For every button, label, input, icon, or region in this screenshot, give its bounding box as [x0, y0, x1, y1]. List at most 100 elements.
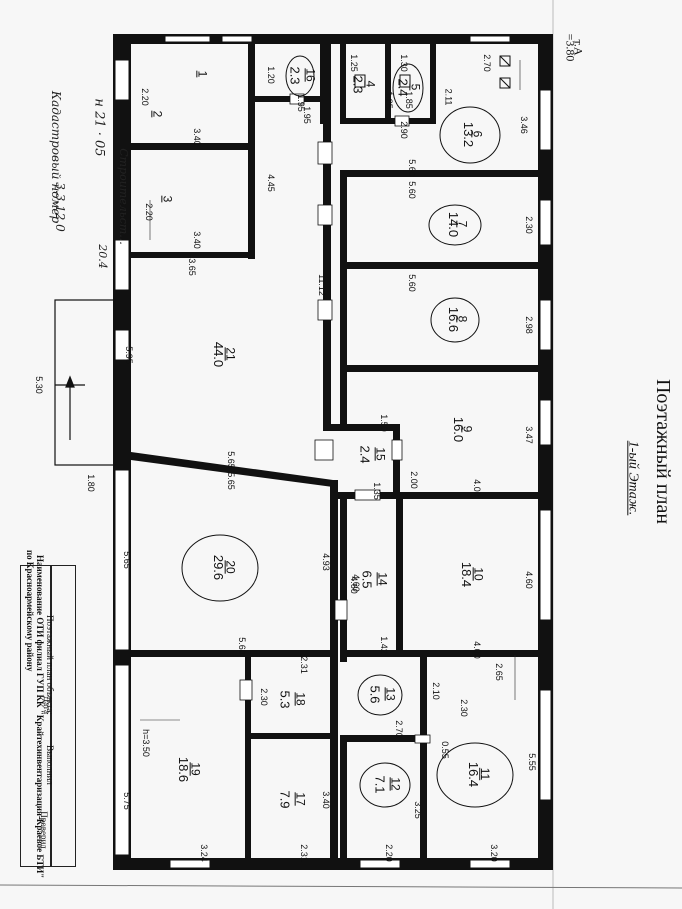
dimension-label: 3.47 [523, 426, 534, 444]
room-number-1: 1 [195, 70, 210, 78]
dimension-label: 11.12 [316, 274, 327, 296]
room-number-3: 3 [160, 195, 175, 203]
dimension-label: 1.85 [403, 91, 414, 109]
dimension-label: 3.40 [191, 128, 202, 146]
dimension-label: 2.20 [383, 844, 394, 862]
dimension-label: 2.20 [143, 203, 154, 221]
dimension-label: 4.60 [348, 576, 359, 594]
corner-height: =3.80 [563, 33, 578, 62]
dimension-label: 3.25 [412, 801, 423, 819]
dimension-label: 4.00 [471, 479, 482, 497]
room-number-12: 12 [388, 777, 403, 791]
interior-walls [131, 44, 540, 868]
room-area-12: 7.1 [372, 775, 388, 794]
doors [239, 93, 431, 744]
dimension-label: 3.46 [518, 116, 529, 134]
stamp-executed: Выполнил [44, 745, 55, 785]
handwritten-area: 20.4 [95, 244, 109, 269]
dimension-label: 3.65 [186, 258, 197, 276]
dimension-label: 2.90 [398, 121, 409, 139]
room-number-17: 17 [293, 792, 308, 806]
dimension-label: 2.20 [139, 88, 150, 106]
room-area-16: 2.3 [287, 66, 303, 85]
room-area-14: 6.5 [359, 570, 375, 589]
dimension-label: 5.65 [225, 472, 236, 490]
room-area-18: 5.3 [277, 690, 293, 709]
room-area-10: 18.4 [459, 561, 475, 588]
dimension-label: 5.75 [121, 792, 132, 810]
room-circles [181, 55, 514, 808]
dimension-label: 5.65 [225, 451, 236, 469]
dimension-label: 4.93 [320, 553, 331, 571]
dimension-label: 2.30 [458, 699, 469, 717]
dimension-label: 5.60 [406, 159, 417, 177]
dimension-label: 4.00 [471, 641, 482, 659]
dimension-label: 1.35 [371, 482, 382, 500]
dimension-label: 5.30 [33, 376, 44, 394]
dimension-label: 3.40 [320, 791, 331, 809]
room-area-11: 16.4 [466, 761, 482, 788]
room-area-7: 14.0 [446, 211, 462, 238]
stamp-date: Дата [41, 696, 52, 714]
dimension-label: 1.42 [378, 636, 389, 654]
left-wall-windows [114, 59, 130, 856]
stamp-line-object: Поэтажный план объекта: [45, 615, 55, 715]
dimension-label: 0.55 [439, 741, 450, 759]
room-area-4: 2.3 [350, 75, 366, 94]
right-wall-windows [539, 89, 552, 801]
room-area-6: 13.2 [461, 121, 477, 148]
room-number-16: 16 [303, 68, 318, 82]
room-number-15: 15 [373, 447, 388, 461]
dimension-label: 1.50 [378, 414, 389, 432]
dimension-label: 1.95 [301, 106, 312, 124]
title-block [20, 565, 52, 867]
dimension-label: 3.40 [191, 231, 202, 249]
dimension-label: 5.60 [406, 274, 417, 292]
dimension-label: 2.31 [298, 844, 309, 862]
dimension-label: 2.65 [493, 663, 504, 681]
dimension-label: 2.98 [523, 316, 534, 334]
dimension-label: 5.60 [406, 181, 417, 199]
dimension-label: 5.95 [123, 346, 134, 364]
room-area-13: 5.6 [367, 685, 383, 704]
plan-title: Поэтажный план [652, 378, 675, 525]
handwritten-number: н 21 · 05 [91, 98, 107, 157]
plan-subtitle: 1-ый Этаж. [625, 440, 641, 516]
dimension-label: 2.00 [408, 471, 419, 489]
dimension-label: 5.55 [526, 753, 537, 771]
stamp-checked: Проверил [38, 811, 49, 849]
dimension-label: 5.60 [236, 637, 247, 655]
dimension-label: 4.45 [265, 174, 276, 192]
room-number-13: 13 [383, 687, 398, 701]
dimension-label: 2.11 [443, 88, 454, 106]
dimension-label: 1.80 [85, 474, 96, 492]
dimension-label: 1.30 [398, 54, 409, 72]
handwritten-construction: Строительст... [116, 148, 130, 245]
dimension-label: 1.25 [348, 54, 359, 72]
title-block-inner [50, 565, 76, 867]
room-area-17: 7.9 [277, 790, 293, 809]
dimension-label: 2.31 [298, 656, 309, 674]
dimension-label: 4.60 [523, 571, 534, 589]
room-area-20: 29.6 [211, 554, 227, 581]
room-area-21: 44.0 [211, 341, 227, 368]
dimension-label: 2.30 [523, 216, 534, 234]
room-area-15: 2.4 [357, 445, 373, 464]
dimension-label: 3.20 [488, 844, 499, 862]
room-number-18: 18 [293, 692, 308, 706]
room-area-9: 16.0 [451, 416, 467, 443]
dimension-label: 2.70 [481, 54, 492, 72]
room-area-8: 16.6 [446, 306, 462, 333]
dimension-label: 1.20 [265, 66, 276, 84]
dimension-label: 5.65 [121, 551, 132, 569]
handwritten-code: 3.3.12.0 [52, 182, 67, 232]
room-number-14: 14 [375, 572, 390, 586]
porch-outline [54, 299, 116, 466]
stamp-line-region: по Красноармейскому району [25, 550, 35, 672]
dimension-label: 3.24 [198, 844, 209, 862]
dimension-label: 1.85 [383, 91, 394, 109]
dimension-label: 2.70 [393, 720, 404, 738]
dimension-label: h=3.50 [140, 729, 151, 757]
